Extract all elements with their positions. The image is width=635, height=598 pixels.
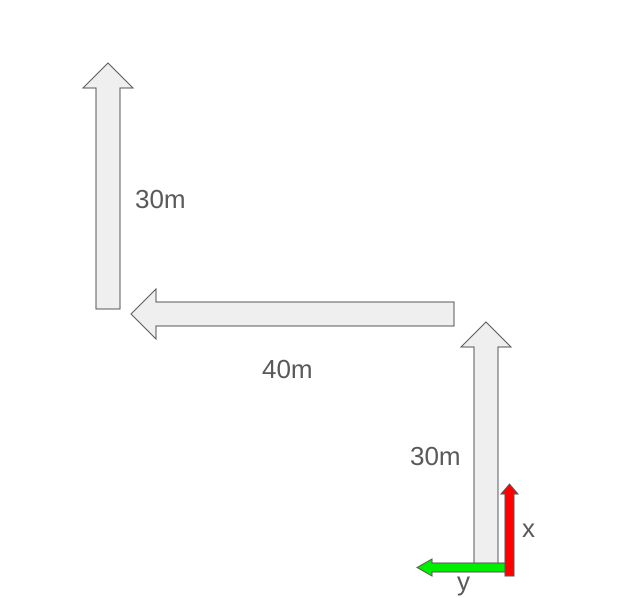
y-axis-arrow bbox=[415, 558, 512, 577]
leg-1-arrow bbox=[459, 321, 513, 567]
leg-3-arrow bbox=[81, 62, 135, 310]
x-axis-arrow bbox=[499, 483, 520, 577]
y-axis-label: y bbox=[457, 566, 470, 596]
leg-3-length-label: 30m bbox=[135, 184, 186, 214]
x-axis-label: x bbox=[522, 513, 535, 543]
leg-1-length-label: 30m bbox=[410, 441, 461, 471]
leg-2-length-label: 40m bbox=[262, 354, 313, 384]
leg-2-arrow bbox=[130, 287, 455, 341]
